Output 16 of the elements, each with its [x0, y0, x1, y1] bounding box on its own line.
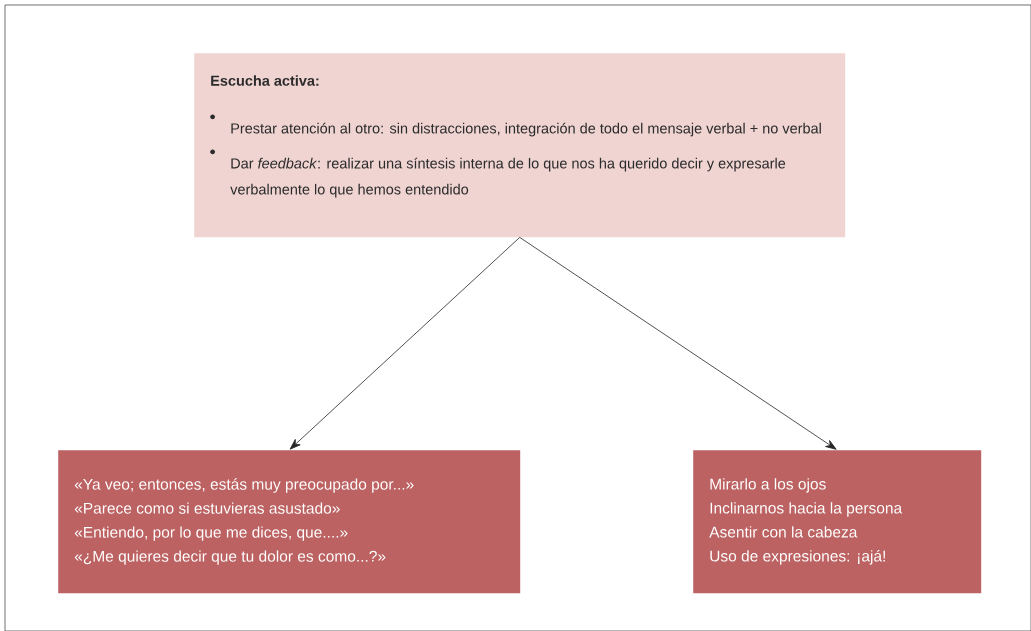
- text-line: Inclinarnos hacia la persona: [710, 502, 903, 517]
- bullet-item: Dar feedback: realizar una síntesis interna de lo que nos ha querido decir y expresarle verbalmente lo que hemos entendido: [230, 157, 786, 198]
- text-line: «Ya veo; entonces, estás muy preocupado por...»: [74, 478, 414, 493]
- arrow: [519, 237, 837, 450]
- text-line: Asentir con la cabeza: [709, 526, 858, 538]
- text-line: Mirarlo a los ojos: [710, 478, 826, 493]
- text-line: «Parece como si estuvieras asustado»: [74, 502, 340, 514]
- bullet-item: Prestar atención al otro: sin distracciones, integración de todo el mensaje verbal + no verbal: [231, 122, 821, 137]
- text-line: «¿Me quieres decir que tu dolor es como...?»: [74, 550, 386, 565]
- text-line: Uso de expresiones: ¡ajá!: [710, 550, 885, 565]
- text-box: [58, 450, 521, 594]
- text-box: [194, 53, 846, 238]
- text-box: [693, 450, 982, 594]
- heading: Escucha activa:: [211, 75, 319, 86]
- text-line: «Entiendo, por lo que me dices, que....»: [74, 526, 348, 541]
- arrow: [289, 237, 521, 450]
